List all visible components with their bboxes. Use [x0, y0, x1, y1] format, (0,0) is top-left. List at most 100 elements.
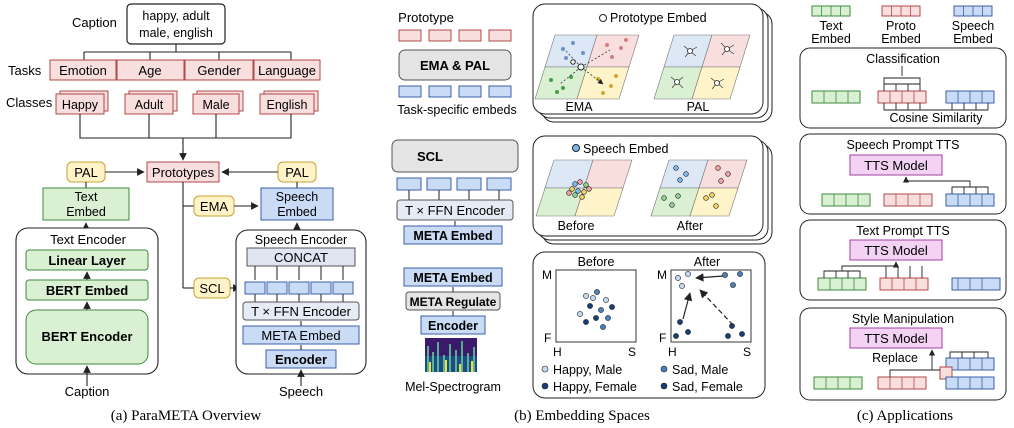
bert-encoder-box [25, 309, 149, 365]
task-language: Language [258, 63, 316, 78]
style-manip-label: Style Manipulation [852, 312, 954, 326]
tts-model-2: TTS Model [864, 243, 928, 258]
ema-pal: EMA & PAL [420, 58, 490, 73]
proto-embed-card: Prototype Embed EMA [532, 3, 773, 123]
class-adult: Adult [135, 98, 164, 112]
caption-tree [83, 44, 292, 60]
tts-model-1-box [849, 154, 943, 176]
c-legend: Text Embed Proto Embed Speech Embed [811, 5, 994, 46]
task-boxes: Emotion Age Gender Language [49, 59, 321, 81]
legend-happy-male: Happy, Male [553, 363, 622, 377]
axis-m-1: M [542, 268, 552, 282]
axis-m-2: M [657, 268, 667, 282]
bert-embed-box [25, 279, 149, 301]
tts-model-3: TTS Model [864, 331, 928, 346]
legend-speech-1: Speech [952, 19, 994, 33]
text-prompt-label: Text Prompt TTS [856, 224, 950, 238]
legend-text-2: Embed [811, 32, 851, 46]
mel-label: Mel-Spectrogram [405, 380, 501, 394]
axis-h-1: H [553, 345, 562, 359]
concat-box [246, 247, 356, 267]
classes-tree [79, 114, 292, 157]
tts-model-2-box [849, 239, 943, 261]
speech-encoder-title: Speech Encoder [255, 233, 347, 247]
text-embed-box [42, 187, 130, 221]
legend-proto-1: Proto [886, 19, 916, 33]
legend-text-1: Text [820, 19, 843, 33]
caption-label: Caption [72, 15, 117, 30]
mel-spectrogram-image [425, 338, 477, 372]
class-male: Male [202, 98, 229, 112]
axis-f-2: F [659, 331, 666, 345]
caption-line-1: happy, adult [142, 9, 210, 23]
concat-links [254, 266, 344, 280]
before-label-1: Before [558, 219, 595, 233]
speech-embed-legend: Speech Embed [583, 142, 669, 156]
bottom-speech: Speech [279, 384, 323, 399]
prototypes: Prototypes [152, 165, 215, 180]
speech-tokens [244, 281, 354, 295]
b-encoder: Encoder [428, 319, 478, 333]
task-age-box [116, 59, 185, 81]
classification-card [799, 47, 1007, 129]
task-gender-box [184, 59, 254, 81]
bottom-caption: Caption [65, 384, 110, 399]
subcaption-b: (b) Embedding Spaces [514, 408, 650, 424]
caption-line-2: male, english [139, 26, 213, 40]
panel-b: Prototype EMA & PAL Task-specific embeds… [391, 3, 773, 424]
panel-c: Text Embed Proto Embed Speech Embed Clas… [799, 5, 1007, 424]
ffn-encoder-box [242, 301, 360, 321]
after-label-1: After [677, 219, 703, 233]
pal-left: PAL [74, 165, 98, 180]
text-embed-line-1: Text [75, 190, 98, 204]
task-gender: Gender [197, 63, 241, 78]
class-happy: Happy [62, 98, 99, 112]
tts-model-1: TTS Model [864, 158, 928, 173]
linear-layer: Linear Layer [48, 253, 125, 268]
task-emotion: Emotion [59, 63, 107, 78]
legend-proto-2: Embed [881, 32, 921, 46]
prototype-tokens [398, 29, 512, 42]
classification-label: Classification [866, 52, 940, 66]
b-ffn-box [396, 199, 514, 221]
ema: EMA [200, 199, 229, 214]
speech-embed-line-2: Embed [277, 205, 317, 219]
axis-f-1: F [544, 331, 551, 345]
legend-speech-2: Embed [953, 32, 993, 46]
bert-encoder: BERT Encoder [41, 329, 132, 344]
speech-embed-line-1: Speech [276, 190, 318, 204]
speech-embed-box [260, 187, 334, 221]
subcaption-a: (a) ParaMETA Overview [111, 408, 262, 424]
cosine-label: Cosine Similarity [889, 111, 983, 125]
scl-b: SCL [417, 149, 443, 164]
tts-model-3-box [849, 327, 943, 349]
linear-layer-box [25, 249, 149, 271]
ema-label-b: EMA [565, 100, 593, 114]
before-label-2: Before [578, 255, 615, 269]
axis-s-1: S [628, 345, 636, 359]
scatter-card: Before After M F H S M F H S [532, 251, 766, 399]
speech-prompt-label: Speech Prompt TTS [846, 138, 959, 152]
meta-regulate: META Regulate [410, 295, 497, 309]
ema-pal-box [398, 49, 512, 81]
text-embed-line-2: Embed [66, 205, 106, 219]
class-boxes: Happy Adult Male English [55, 90, 319, 115]
bert-embed: BERT Embed [46, 283, 128, 298]
task-specific-tokens [398, 85, 512, 98]
panel-a: Caption happy, adult male, english Tasks… [6, 3, 367, 424]
speech-embed-card: Speech Embed Before Aft [532, 135, 773, 245]
tasks-label: Tasks [8, 63, 42, 78]
class-english: English [267, 98, 308, 112]
axis-s-2: S [743, 345, 751, 359]
concat: CONCAT [274, 250, 328, 265]
meta-embed-box [242, 325, 360, 345]
pal-label-b: PAL [687, 100, 710, 114]
encoder-box [265, 349, 337, 369]
meta-regulate-box [405, 291, 501, 311]
b-speech-tokens [396, 177, 512, 191]
ffn-encoder: T × FFN Encoder [251, 304, 351, 319]
classes-label: Classes [6, 95, 53, 110]
prototype-label: Prototype [398, 10, 454, 25]
b-encoder-box [420, 315, 486, 335]
